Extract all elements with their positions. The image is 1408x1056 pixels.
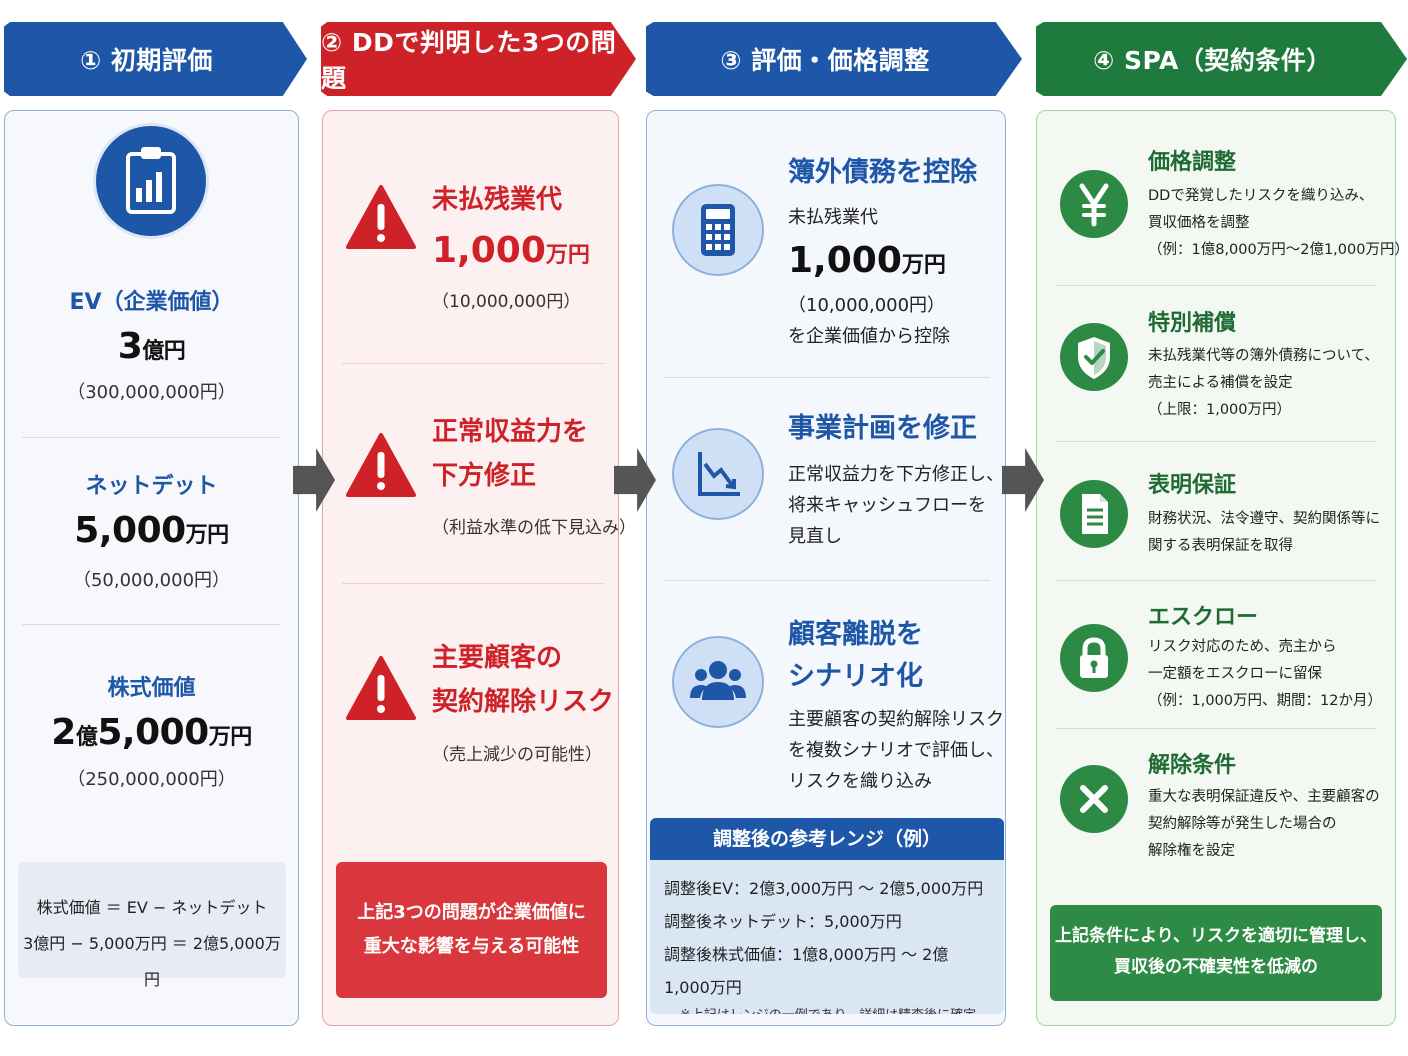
document-icon [1060,480,1128,548]
net-debt-value: 5,000万円 [74,510,229,551]
range-title: 調整後の参考レンジ（例） [650,818,1004,860]
item-1-amount: 1,000万円 [788,240,946,281]
term-5-title: 解除条件 [1148,753,1237,778]
issue-2-title: 正常収益力を 下方修正 [432,417,589,491]
step-1-label: ① 初期評価 [80,46,213,75]
net-debt-label: ネットデット [85,474,218,499]
formula-line-2: 3億円 − 5,000万円 ＝ 2億5,000万円 [23,934,281,989]
step-1-banner: ① 初期評価 [4,22,307,96]
term-5-text: 重大な表明保証違反や、主要顧客の 契約解除等が発生した場合の 解除権を設定 [1148,789,1380,859]
term-3-title: 表明保証 [1148,473,1237,498]
issue-1-title: 未払残業代 [432,185,563,215]
warning-icon [346,656,416,720]
equity-value: 2億5,000万円 [51,712,252,753]
equity-label: 株式価値 [107,676,196,701]
shield-check-icon [1060,323,1128,391]
divider [342,363,604,364]
item-1-line-1: 未払残業代 [788,207,878,228]
item-2-line-1: 正常収益力を下方修正し、 [788,464,1004,485]
step-4-banner: ④ SPA（契約条件） [1036,22,1407,96]
calculator-icon [672,184,764,276]
item-3-line-2: を複数シナリオで評価し、 [788,740,1004,761]
item-2-title: 事業計画を修正 [788,413,977,444]
divider [1056,285,1376,286]
spa-terms-panel [1036,110,1396,1026]
formula-line-1: 株式価値 ＝ EV − ネットデット [36,898,268,917]
item-2-line-3: 見直し [788,526,842,547]
step-2-banner: ② DDで判明した3つの問題 [321,22,636,96]
issue-1-amount: 1,000万円 [432,230,590,271]
step-3-banner: ③ 評価・価格調整 [646,22,1022,96]
dd-impact-summary-box: 上記3つの問題が企業価値に 重大な影響を与える可能性 [336,862,607,998]
term-1-text: DDで発覚したリスクを織り込み、 買収価格を調整 （例：1億8,000万円〜2億… [1148,188,1408,258]
divider [342,583,604,584]
warning-icon [346,185,416,249]
chart-down-icon [672,428,764,520]
ev-sub: （300,000,000円） [67,382,236,403]
equity-formula-box: 株式価値 ＝ EV − ネットデット 3億円 − 5,000万円 ＝ 2億5,0… [18,862,286,989]
spa-summary-box: 上記条件により、リスクを適切に管理し、 買収後の不確実性を低減の [1050,905,1382,1001]
issue-3-title: 主要顧客の 契約解除リスク [432,643,615,717]
adjusted-range-box: 調整後の参考レンジ（例） 調整後EV：2億3,000万円 〜 2億5,000万円… [650,818,1004,1014]
ev-value: 3億円 [117,326,186,367]
term-2-text: 未払残業代等の簿外債務について、 売主による補償を設定 （上限：1,000万円） [1148,348,1379,418]
range-note: ※上記はレンジの一例であり、詳細は精査後に確定 [664,1004,992,1014]
divider [664,580,990,581]
users-icon [672,636,764,728]
issue-3-sub: （売上減少の可能性） [432,745,602,765]
net-debt-sub: （50,000,000円） [72,570,231,591]
divider [1056,728,1376,729]
range-line-3: 調整後株式価値：1億8,000万円 〜 2億1,000万円 [664,945,949,997]
item-1-line-3: を企業価値から控除 [788,326,950,347]
ev-label: EV（企業価値） [69,290,234,315]
divider [22,437,280,438]
step-2-label: ② DDで判明した3つの問題 [321,28,617,93]
divider [22,624,280,625]
item-3-title: 顧客離脱を シナリオ化 [788,619,923,692]
step-3-label: ③ 評価・価格調整 [720,46,930,75]
divider [664,377,990,378]
x-icon [1060,765,1128,833]
warning-icon [346,433,416,497]
item-3-line-1: 主要顧客の契約解除リスク [788,709,1004,730]
term-2-title: 特別補償 [1148,311,1237,336]
equity-sub: （250,000,000円） [67,769,236,790]
range-line-1: 調整後EV：2億3,000万円 〜 2億5,000万円 [664,879,984,898]
yen-icon [1060,170,1128,238]
term-3-text: 財務状況、法令遵守、契約関係等に 関する表明保証を取得 [1148,511,1380,554]
divider [1056,580,1376,581]
issue-2-sub: （利益水準の低下見込み） [432,518,636,538]
lock-icon [1060,624,1128,692]
item-3-line-3: リスクを織り込み [788,771,932,792]
issue-1-sub: （10,000,000円） [432,292,581,312]
item-1-title: 簿外債務を控除 [788,157,977,188]
clipboard-chart-icon [96,126,206,236]
range-line-2: 調整後ネットデット：5,000万円 [664,912,902,931]
term-4-text: リスク対応のため、売主から 一定額をエスクローに留保 （例：1,000万円、期間… [1148,639,1382,709]
step-4-label: ④ SPA（契約条件） [1093,46,1332,75]
divider [1056,441,1376,442]
term-4-title: エスクロー [1148,605,1259,630]
item-1-line-2: （10,000,000円） [788,295,946,316]
item-2-line-2: 将来キャッシュフローを [788,495,986,516]
term-1-title: 価格調整 [1148,150,1237,175]
